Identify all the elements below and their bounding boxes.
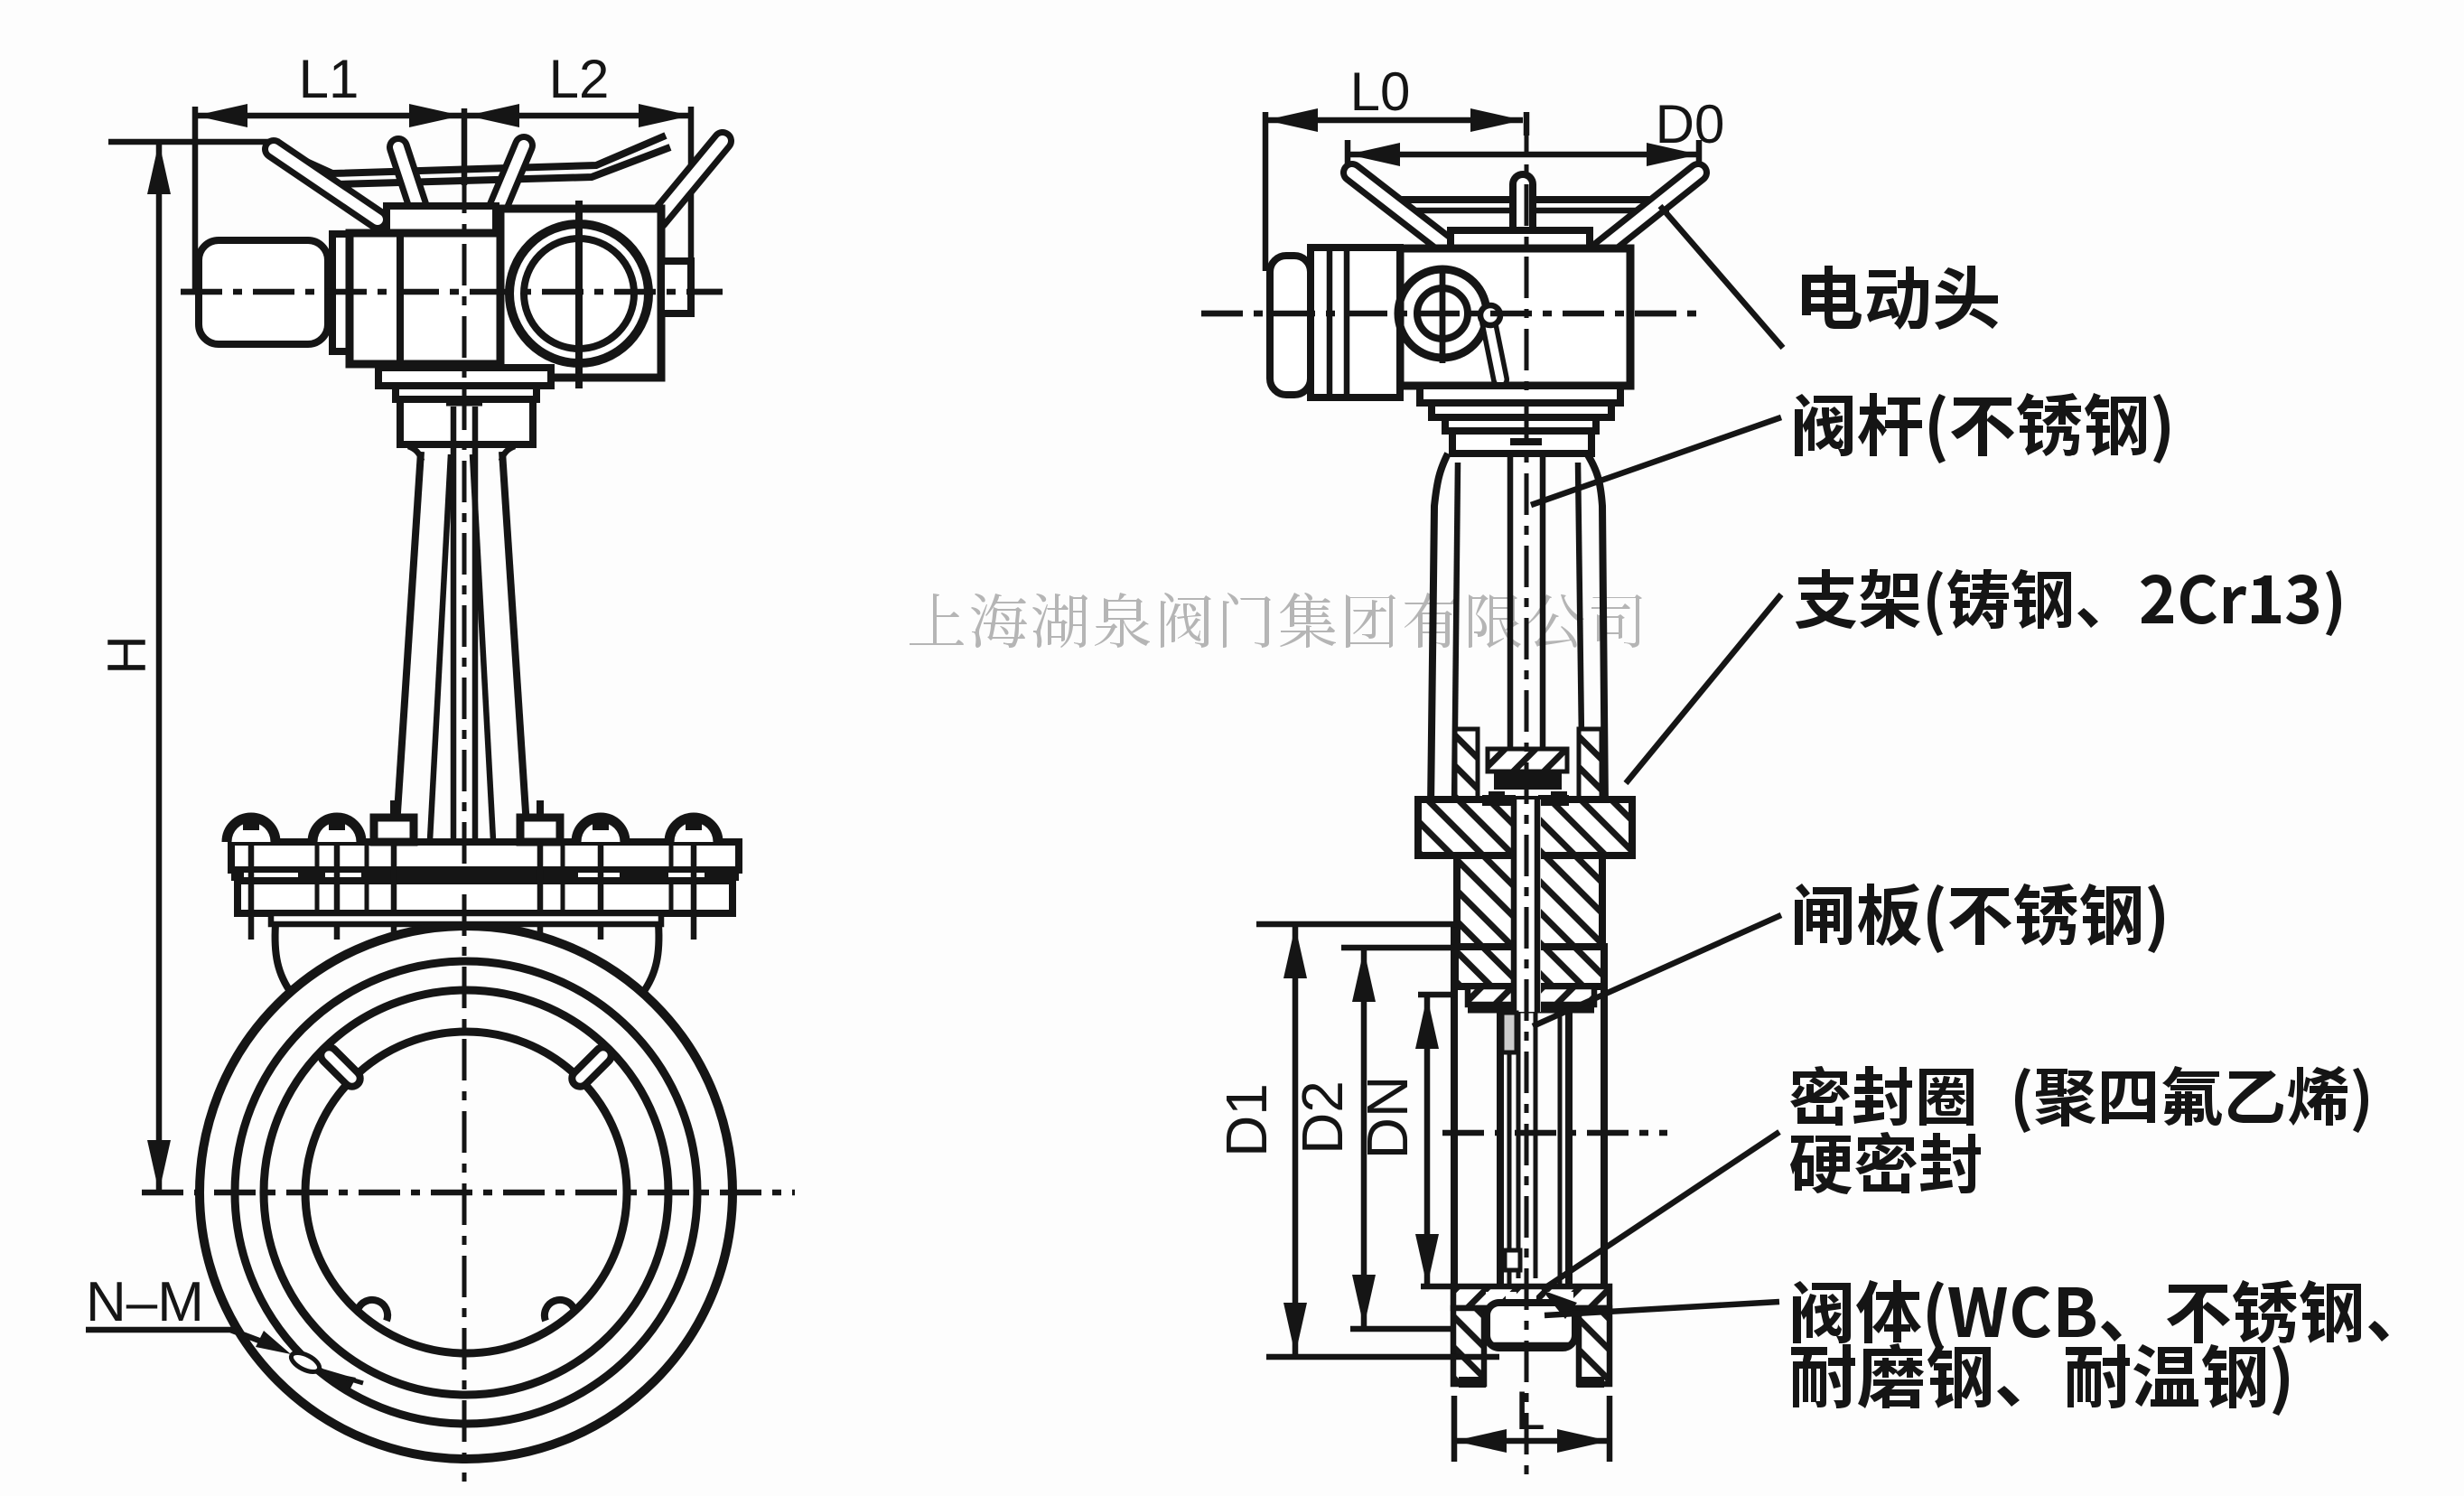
svg-text:D0: D0: [1656, 94, 1725, 154]
svg-text:DN: DN: [1355, 1076, 1420, 1159]
svg-text:L: L: [1515, 1380, 1545, 1441]
svg-text:L2: L2: [549, 49, 610, 109]
svg-text:L0: L0: [1350, 61, 1411, 122]
svg-text:D1: D1: [1214, 1083, 1279, 1157]
svg-text:L1: L1: [299, 49, 359, 109]
svg-text:N–M: N–M: [86, 1271, 204, 1333]
svg-text:D2: D2: [1290, 1080, 1355, 1155]
svg-text:H: H: [97, 635, 157, 674]
